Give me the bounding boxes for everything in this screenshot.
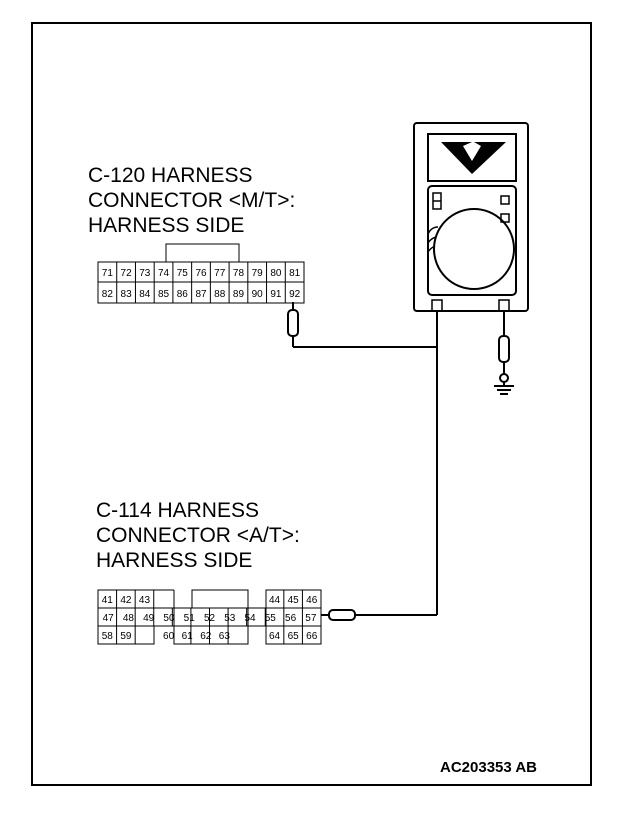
c114-pin: 61 [182, 631, 194, 642]
c114-pin: 56 [285, 613, 297, 624]
c114-pin: 59 [120, 631, 132, 642]
c114-pin: 66 [306, 631, 318, 642]
c114-label: C-114 HARNESS CONNECTOR <A/T>: HARNESS S… [96, 499, 306, 572]
c114-pin: 63 [219, 631, 231, 642]
diagram-frame [31, 22, 592, 786]
c120-pin: 75 [177, 268, 189, 279]
c120-pin: 81 [289, 268, 301, 279]
harness-wires [292, 302, 505, 616]
c114-pin: 48 [123, 613, 135, 624]
probe-icon [287, 309, 299, 337]
c114-pin: 41 [102, 595, 114, 606]
c120-pin: 85 [158, 289, 170, 300]
c114-pin: 65 [288, 631, 300, 642]
c120-pin: 83 [121, 289, 133, 300]
c114-pin: 45 [288, 595, 300, 606]
c114-pin: 53 [224, 613, 236, 624]
c114-pin: 51 [184, 613, 196, 624]
c120-pin: 87 [195, 289, 207, 300]
c120-pin: 86 [177, 289, 189, 300]
c120-pin: 76 [195, 268, 207, 279]
c114-pin: 43 [139, 595, 151, 606]
c120-pin: 78 [233, 268, 245, 279]
c114-pin: 46 [306, 595, 318, 606]
c120-pin: 84 [139, 289, 151, 300]
multimeter-icon [413, 122, 529, 312]
c114-pin: 54 [244, 613, 256, 624]
ground-icon [494, 373, 514, 395]
c120-pin: 89 [233, 289, 245, 300]
c120-pin: 80 [270, 268, 282, 279]
c114-pin: 58 [102, 631, 114, 642]
c120-pin: 82 [102, 289, 114, 300]
c120-pin: 71 [102, 268, 114, 279]
c114-pin: 42 [120, 595, 132, 606]
c120-pin: 90 [252, 289, 264, 300]
c114-pin: 64 [269, 631, 281, 642]
c120-pin: 91 [270, 289, 282, 300]
c114-pin: 47 [103, 613, 115, 624]
c120-pin: 88 [214, 289, 226, 300]
c120-pin: 92 [289, 289, 301, 300]
c114-connector: 41 42 43 44 45 46 47 48 49 50 51 52 53 54 55 56 57 58 59 60… [97, 589, 322, 645]
c120-connector: 71 72 73 74 75 76 77 78 79 80 81 82 83 84 85 86 87 88 89 90… [97, 243, 305, 304]
c114-pin: 57 [305, 613, 317, 624]
c120-pin: 77 [214, 268, 226, 279]
reference-code: AC203353 AB [440, 759, 537, 776]
c114-pin: 50 [163, 613, 175, 624]
c114-pin: 62 [200, 631, 212, 642]
c120-label: C-120 HARNESS CONNECTOR <M/T>: HARNESS S… [88, 164, 301, 237]
c114-pin: 55 [265, 613, 277, 624]
probe-icon [328, 609, 356, 621]
c114-pin: 44 [269, 595, 281, 606]
c120-pin: 74 [158, 268, 170, 279]
c120-pin: 79 [252, 268, 264, 279]
c114-pin: 52 [204, 613, 216, 624]
c114-pin: 60 [163, 631, 175, 642]
c120-pin: 73 [139, 268, 151, 279]
probe-icon [498, 335, 510, 363]
c114-pin: 49 [143, 613, 155, 624]
c120-pin: 72 [121, 268, 133, 279]
